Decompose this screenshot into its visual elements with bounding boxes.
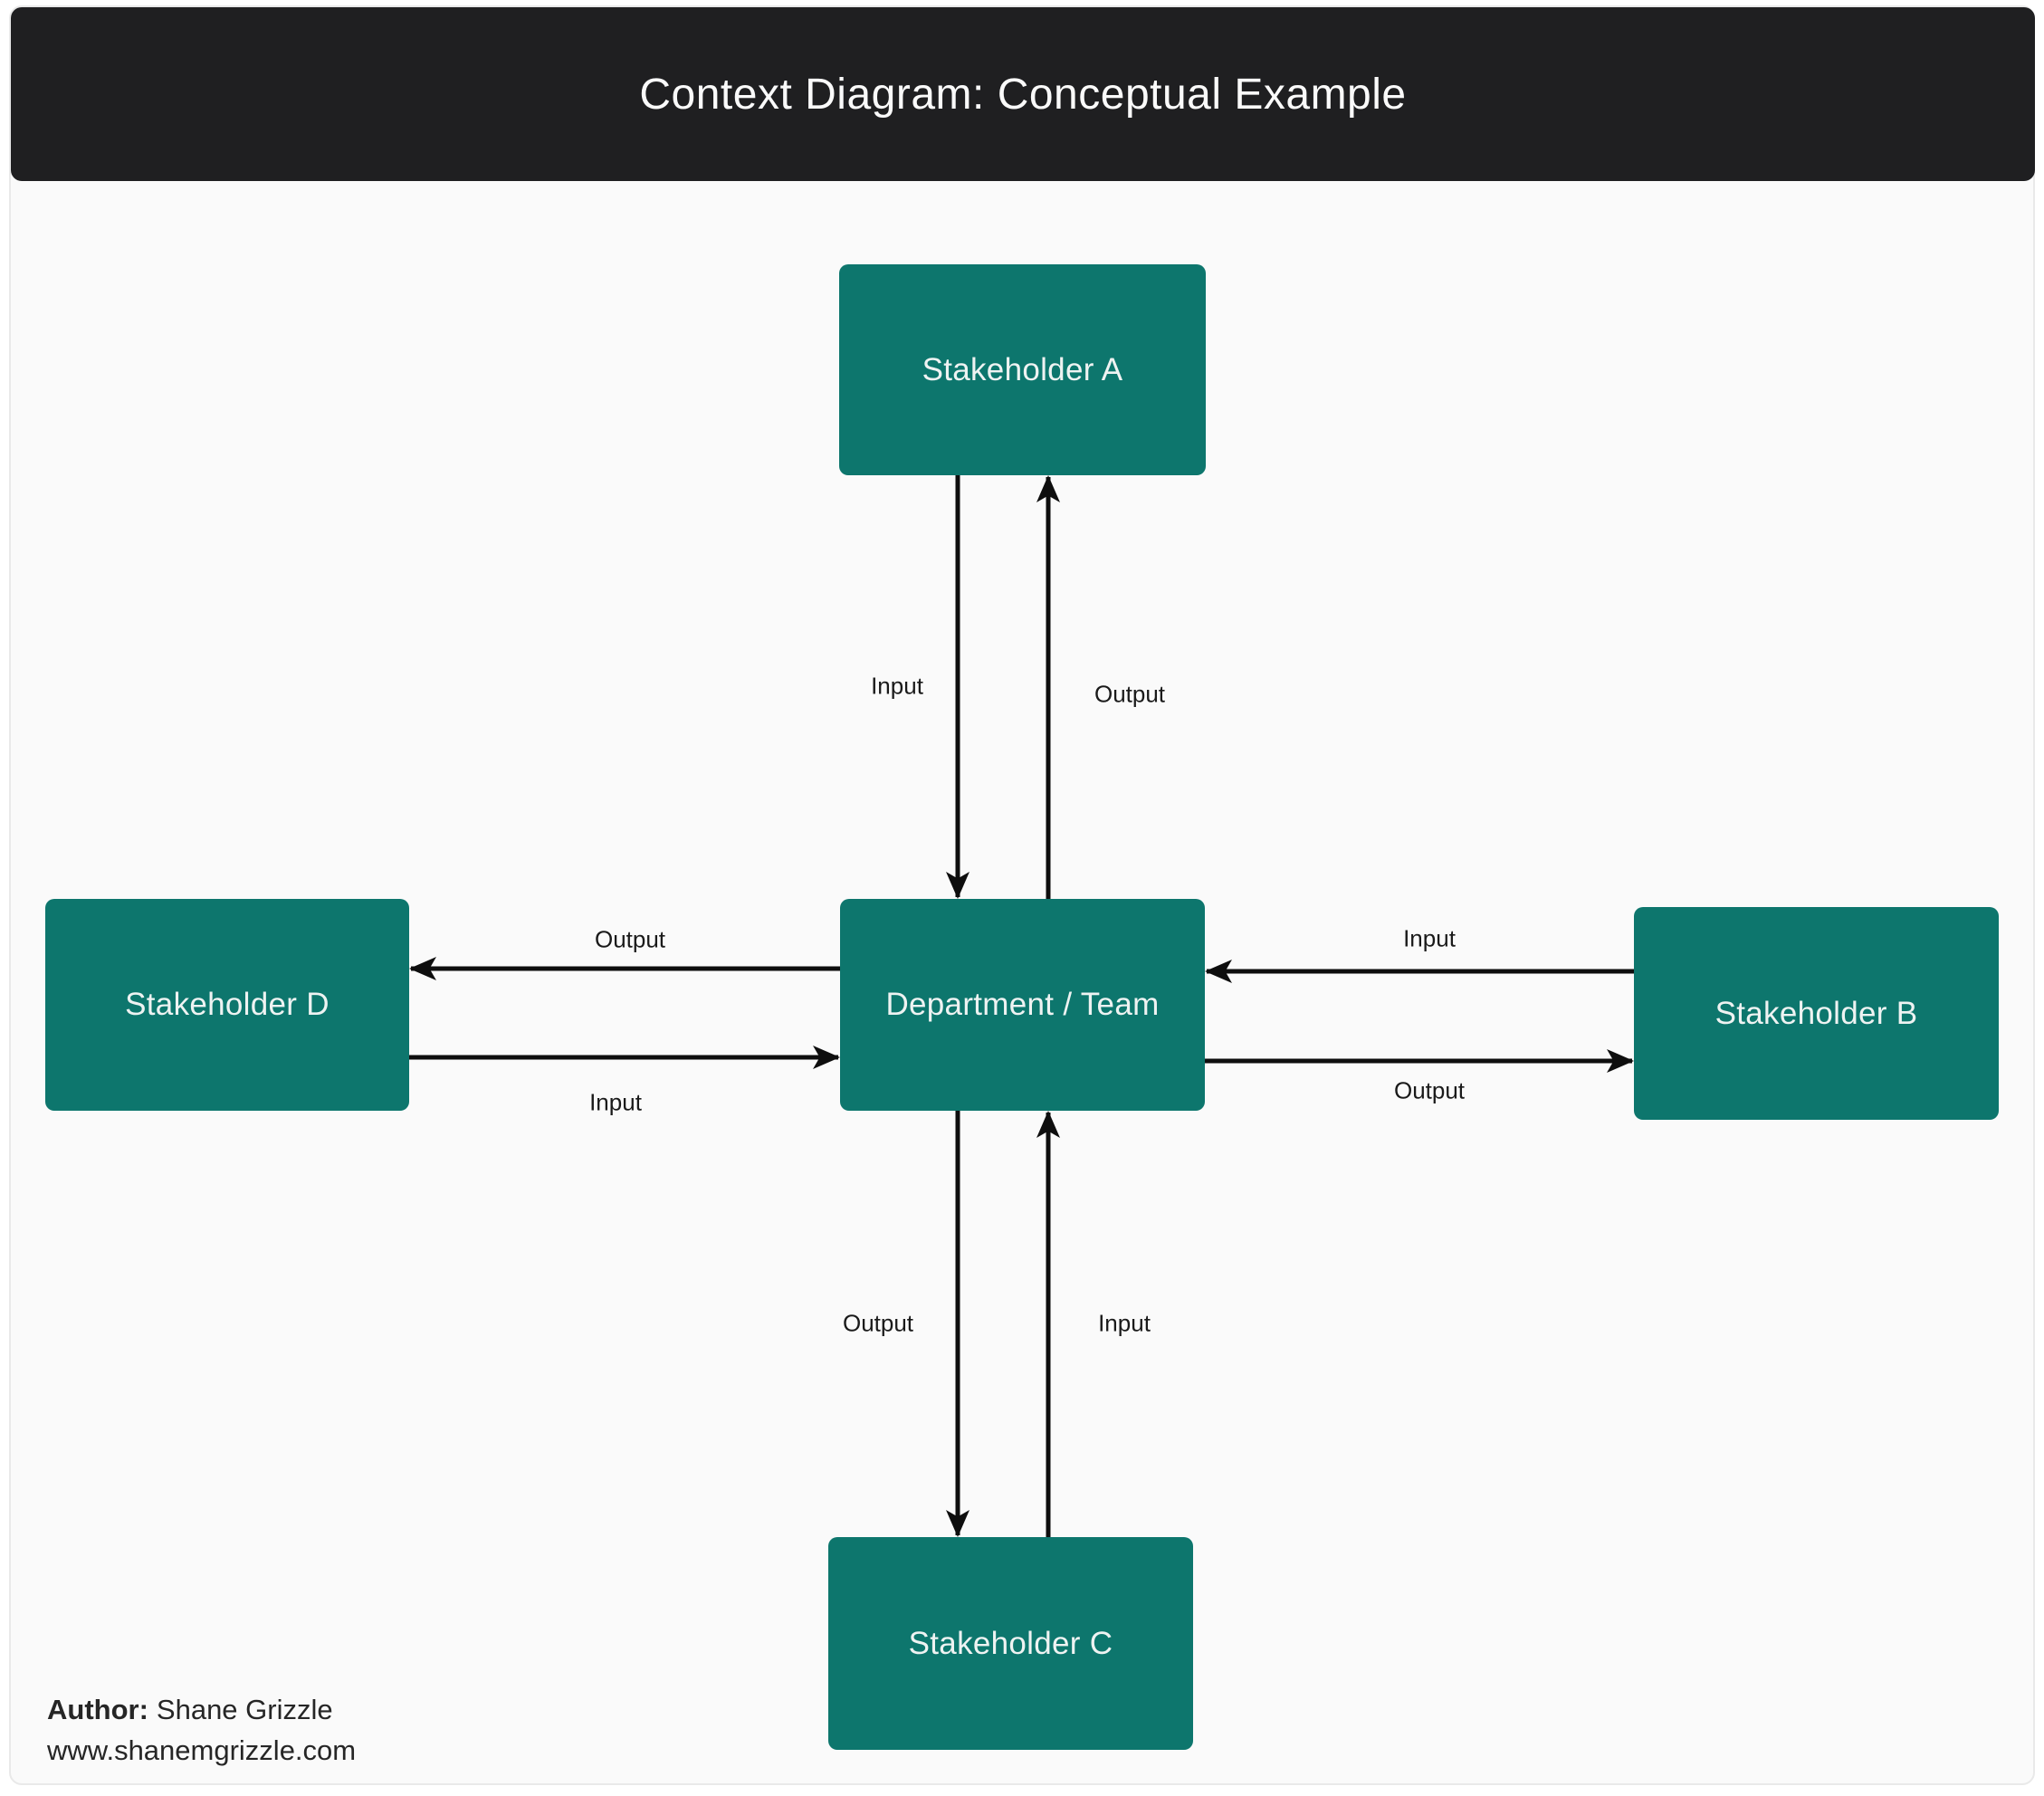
author-credit: Author: Shane Grizzle www.shanemgrizzle.c… xyxy=(47,1689,356,1771)
node-stakeholder-a: Stakeholder A xyxy=(839,264,1206,475)
node-stakeholder-b: Stakeholder B xyxy=(1634,907,1999,1120)
edge-label-b-input: Input xyxy=(1403,924,1456,952)
edge-label-d-input: Input xyxy=(589,1088,642,1116)
node-department-team: Department / Team xyxy=(840,899,1205,1111)
edge-label-a-input: Input xyxy=(871,672,923,700)
page-title: Context Diagram: Conceptual Example xyxy=(639,70,1407,119)
title-bar: Context Diagram: Conceptual Example xyxy=(11,7,2035,181)
author-line: Author: Shane Grizzle xyxy=(47,1689,356,1730)
edge-label-c-input: Input xyxy=(1098,1309,1151,1337)
edge-label-b-output: Output xyxy=(1393,1076,1466,1104)
edge-label-a-output: Output xyxy=(1094,680,1166,708)
author-name: Shane Grizzle xyxy=(156,1694,333,1725)
edge-label-d-output: Output xyxy=(594,925,666,953)
edge-label-c-output: Output xyxy=(842,1309,914,1337)
author-label: Author: xyxy=(47,1694,148,1725)
node-stakeholder-d: Stakeholder D xyxy=(45,899,409,1111)
node-stakeholder-c: Stakeholder C xyxy=(828,1537,1193,1750)
website-text: www.shanemgrizzle.com xyxy=(47,1734,357,1766)
